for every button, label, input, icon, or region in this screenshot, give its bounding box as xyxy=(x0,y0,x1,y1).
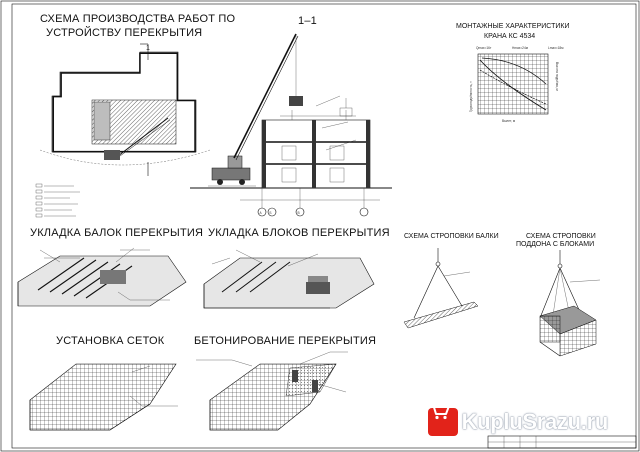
title-blocks: УКЛАДКА БЛОКОВ ПЕРЕКРЫТИЯ xyxy=(208,227,390,239)
title-beams: УКЛАДКА БАЛОК ПЕРЕКРЫТИЯ xyxy=(30,227,203,239)
mesh-illustration xyxy=(29,363,178,431)
plan-view xyxy=(39,43,211,176)
section-label: 1–1 xyxy=(298,15,317,27)
title-sling-beam: СХЕМА СТРОПОВКИ БАЛКИ xyxy=(404,233,499,240)
crane-param-h: Hmax=24м xyxy=(512,46,528,50)
crane-param-q: Qmax=16т xyxy=(476,46,492,50)
crane-chart-block: МОНТАЖНЫЕ ХАРАКТЕРИСТИКИ КРАНА КС 4534 Q… xyxy=(456,23,570,123)
axis-v-label: В xyxy=(298,211,300,215)
inner-frame xyxy=(11,3,637,449)
concrete-illustration xyxy=(196,351,348,431)
watermark: KupluSrazu.ru xyxy=(427,402,609,442)
title-block xyxy=(487,435,637,449)
title-mesh: УСТАНОВКА СЕТОК xyxy=(56,335,165,347)
title-sling-pallet-2: ПОДДОНА С БЛОКАМИ xyxy=(516,241,594,248)
title-line1: СХЕМА ПРОИЗВОДСТВА РАБОТ ПО xyxy=(40,13,236,25)
crane-title-2: КРАНА КС 4534 xyxy=(484,33,535,40)
blocks-illustration xyxy=(203,249,375,309)
axis-b-label: Б xyxy=(270,211,272,215)
section-view: А Б В xyxy=(190,33,392,217)
plan-legend xyxy=(35,183,80,218)
crane-ylabel-right: Высота подъёма, м xyxy=(555,62,559,91)
watermark-text: KupluSrazu.ru xyxy=(461,409,609,434)
title-sling-pallet-1: СХЕМА СТРОПОВКИ xyxy=(526,233,596,240)
axis-a-label: А xyxy=(260,211,263,215)
sling-beam-illustration xyxy=(403,248,479,329)
crane-title-1: МОНТАЖНЫЕ ХАРАКТЕРИСТИКИ xyxy=(456,23,570,30)
crane-ylabel-left: Грузоподъёмность, т xyxy=(469,81,473,112)
sling-pallet-illustration xyxy=(539,250,601,357)
beams-illustration xyxy=(17,247,187,307)
title-concrete: БЕТОНИРОВАНИЕ ПЕРЕКРЫТИЯ xyxy=(194,335,376,347)
title-line2: УСТРОЙСТВУ ПЕРЕКРЫТИЯ xyxy=(46,26,202,39)
crane-param-l: Lmax=18м xyxy=(548,46,563,50)
crane-xlabel: Вылет, м xyxy=(502,119,515,123)
cart-logo-icon xyxy=(427,403,458,436)
